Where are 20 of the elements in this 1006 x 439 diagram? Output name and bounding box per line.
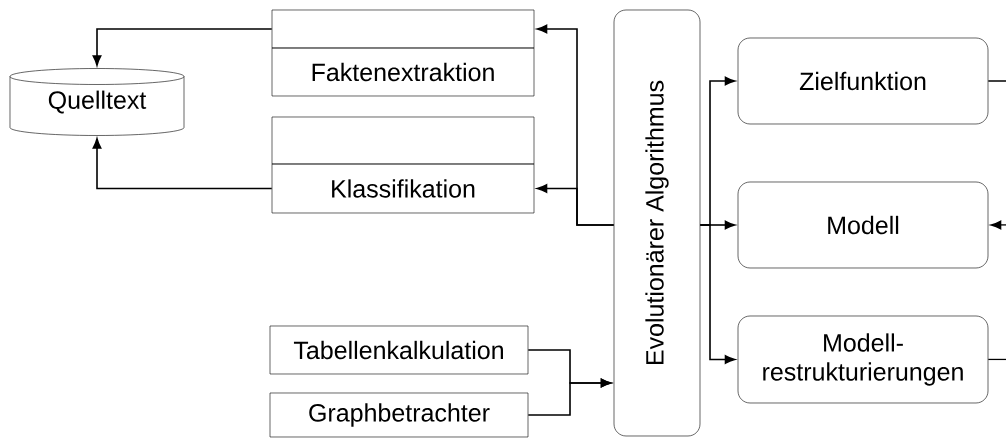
node-label: Quelltext xyxy=(48,90,147,114)
process-box: Evolutionärer Algorithmus xyxy=(613,9,701,437)
arrow xyxy=(699,224,736,364)
process-box: Tabellenkalkulation xyxy=(269,325,529,375)
arrow xyxy=(990,220,1006,230)
connector-line xyxy=(987,358,1006,361)
process-box: Klassifikation xyxy=(271,163,535,214)
arrow xyxy=(92,28,273,66)
process-box: Faktenextraktion xyxy=(271,47,535,97)
process-box: Graphbetrachter xyxy=(269,392,529,438)
arrow xyxy=(527,378,612,416)
label-box xyxy=(271,116,535,165)
label-box xyxy=(271,9,535,49)
arrow xyxy=(536,184,615,226)
rounded-box: Zielfunktion xyxy=(737,37,989,125)
rounded-box: Modell xyxy=(737,181,989,269)
connector-line xyxy=(987,80,1006,82)
arrow xyxy=(92,138,273,190)
database-cylinder: Quelltext xyxy=(9,68,185,136)
rounded-box: Modell- restrukturierungen xyxy=(737,315,989,404)
